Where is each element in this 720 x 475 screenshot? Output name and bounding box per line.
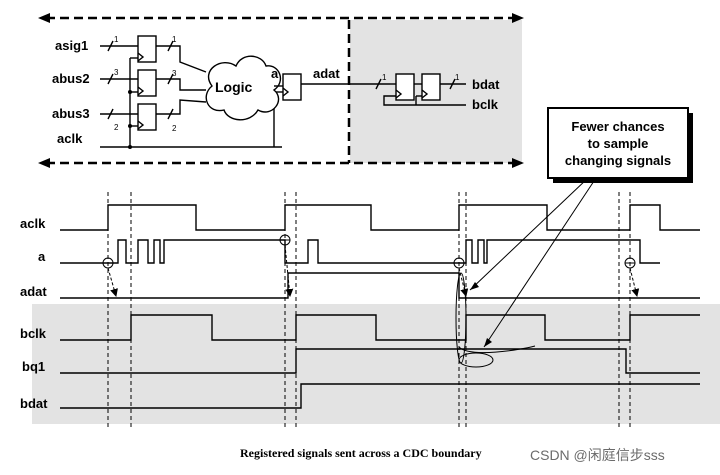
wave-label-bq1: bq1 <box>22 359 45 374</box>
sync-flop-2 <box>421 73 441 101</box>
sample-arrows <box>107 244 640 297</box>
callout: Fewer chances to sample changing signals <box>547 107 693 183</box>
wave-bdat <box>60 383 700 409</box>
logic-inputs <box>156 40 207 120</box>
label-abus3: abus3 <box>52 106 90 121</box>
wire-bclk <box>383 95 466 106</box>
sync-flop-1 <box>395 73 415 101</box>
wave-a <box>60 239 660 264</box>
logic-label: Logic <box>215 79 253 95</box>
watermark: CSDN @闲庭信步sss <box>530 447 665 463</box>
flop-abus2 <box>137 69 157 97</box>
callout-line-2: to sample <box>588 136 649 151</box>
width-asig1: 1 <box>114 35 119 44</box>
logic-cloud <box>205 55 282 121</box>
flop-adat <box>282 73 302 101</box>
flop-abus3 <box>137 103 157 131</box>
width-adat: 1 <box>382 73 387 82</box>
label-a: a <box>271 66 279 81</box>
label-bclk: bclk <box>472 97 499 112</box>
caption: Registered signals sent across a CDC bou… <box>240 446 482 460</box>
wave-bclk <box>60 314 700 341</box>
wave-label-aclk: aclk <box>20 216 46 231</box>
width-q1: 1 <box>172 35 177 44</box>
domain-top-border <box>38 13 524 23</box>
flop-asig1 <box>137 35 157 63</box>
label-asig1: asig1 <box>55 38 88 53</box>
wave-label-bclk: bclk <box>20 326 47 341</box>
wave-label-a: a <box>38 249 46 264</box>
wave-label-adat: adat <box>20 284 47 299</box>
label-bdat: bdat <box>472 77 500 92</box>
callout-line-1: Fewer chances <box>571 119 664 134</box>
domain-bottom-border <box>38 158 524 168</box>
wave-label-bdat: bdat <box>20 396 48 411</box>
width-q3: 2 <box>172 124 177 133</box>
label-aclk: aclk <box>57 131 83 146</box>
width-abus2: 3 <box>114 68 119 77</box>
width-abus3: 2 <box>114 123 119 132</box>
wave-aclk <box>60 204 700 231</box>
callout-line-3: changing signals <box>565 153 671 168</box>
callout-pointers <box>455 177 597 368</box>
width-q2: 3 <box>172 69 177 78</box>
timing-guides <box>107 192 631 430</box>
wave-adat <box>60 272 700 299</box>
width-bdat: 1 <box>455 73 460 82</box>
label-adat: adat <box>313 66 340 81</box>
label-abus2: abus2 <box>52 71 90 86</box>
